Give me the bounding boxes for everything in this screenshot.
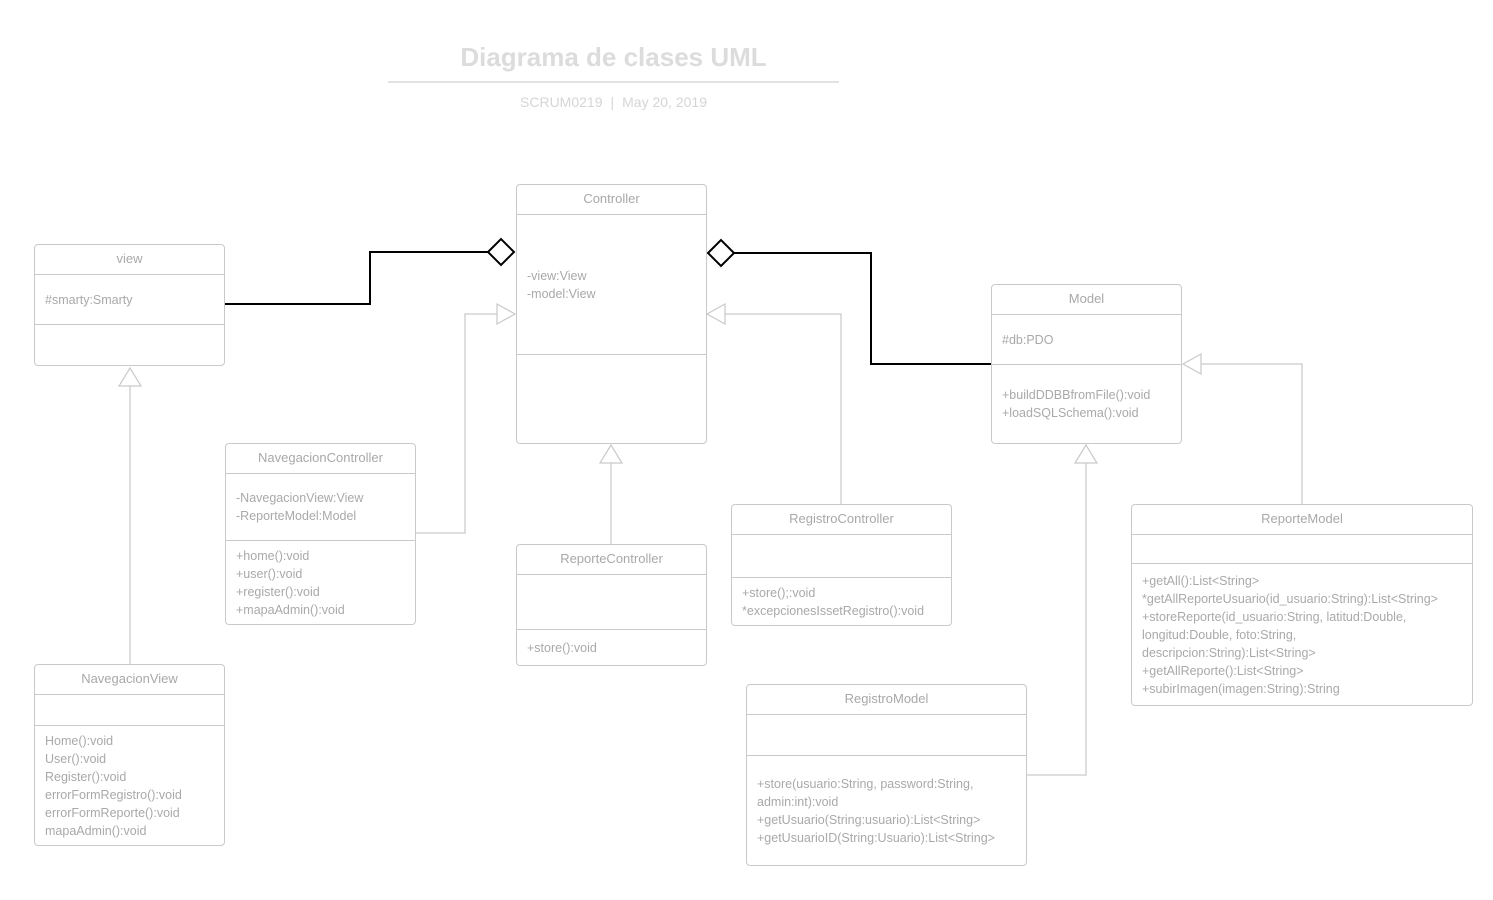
method: +getUsuarioID(String:Usuario):List<Strin… xyxy=(757,830,995,845)
class-name: Model xyxy=(992,285,1181,315)
inheritance-arrow-model-right xyxy=(1181,352,1202,376)
method: +getUsuario(String:usuario):List<String> xyxy=(757,812,981,827)
class-registro-model[interactable]: RegistroModel +store(usuario:String, pas… xyxy=(746,684,1027,866)
class-controller[interactable]: Controller -view:View -model:View xyxy=(516,184,707,444)
attribute: #db:PDO xyxy=(1002,332,1054,347)
method: Register():void xyxy=(45,769,127,784)
class-navegacion-controller[interactable]: NavegacionController -NavegacionView:Vie… xyxy=(225,443,416,625)
diagram-subtitle: SCRUM0219 | May 20, 2019 xyxy=(388,94,839,110)
method: +loadSQLSchema():void xyxy=(1002,406,1139,420)
class-view[interactable]: view #smarty:Smarty xyxy=(34,244,225,366)
method: +getAllReporte():List<String> xyxy=(1142,663,1304,678)
aggregation-view-controller[interactable] xyxy=(225,251,488,305)
method: +register():void xyxy=(236,584,320,599)
class-model[interactable]: Model #db:PDO +buildDDBBfromFile():void+… xyxy=(991,284,1182,444)
method: mapaAdmin():void xyxy=(45,823,147,838)
title-divider xyxy=(388,81,839,83)
methods-section: +store():void xyxy=(517,630,706,665)
methods-section: +store();:void *excepcionesIssetRegistro(… xyxy=(732,578,951,625)
inheritance-registrocontroller-controller[interactable] xyxy=(725,313,842,504)
attribute: #smarty:Smarty xyxy=(45,292,133,307)
attributes-section xyxy=(747,715,1026,756)
method: descripcion:String):List<String> xyxy=(1142,645,1316,660)
attributes-section xyxy=(517,575,706,630)
attribute: -model:View xyxy=(527,286,596,301)
class-name: RegistroController xyxy=(732,505,951,535)
inheritance-reportemodel-model[interactable] xyxy=(1201,363,1303,504)
diagram-title: Diagrama de clases UML xyxy=(460,42,767,72)
inheritance-navegacioncontroller-controller[interactable] xyxy=(415,313,497,534)
methods-section: +getAll():List<String> *getAllReporteUsua… xyxy=(1132,564,1472,705)
method: +store(usuario:String, password:String, xyxy=(757,776,974,791)
methods-section: +buildDDBBfromFile():void +loadSQLSchema(… xyxy=(992,365,1181,443)
inheritance-arrow-controller-right xyxy=(705,302,726,326)
class-reporte-controller[interactable]: ReporteController +store():void xyxy=(516,544,707,666)
method: errorFormRegistro():void xyxy=(45,787,182,802)
method: *getAllReporteUsuario(id_usuario:String)… xyxy=(1142,591,1438,606)
class-name: NavegacionView xyxy=(35,665,224,695)
attributes-section xyxy=(35,695,224,726)
attributes-section: -view:View -model:View xyxy=(517,215,706,355)
method: Home():void xyxy=(45,733,114,748)
aggregation-model-controller[interactable] xyxy=(734,252,991,365)
aggregation-diamond-right xyxy=(706,238,736,268)
methods-section xyxy=(517,355,706,443)
method: +store():void xyxy=(527,640,597,655)
method: +user():void xyxy=(236,566,303,581)
class-reporte-model[interactable]: ReporteModel +getAll():List<String> *getA… xyxy=(1131,504,1473,706)
attribute: -NavegacionView:View xyxy=(236,491,364,505)
inheritance-registromodel-model[interactable] xyxy=(1026,463,1087,776)
class-name: NavegacionController xyxy=(226,444,415,474)
attributes-section: #smarty:Smarty xyxy=(35,275,224,325)
subtitle-separator: | xyxy=(610,94,615,110)
class-name: RegistroModel xyxy=(747,685,1026,715)
aggregation-diamond-left xyxy=(486,237,516,267)
methods-section: +store(usuario:String, password:String, a… xyxy=(747,756,1026,865)
method: +mapaAdmin():void xyxy=(236,602,345,617)
diagram-date: May 20, 2019 xyxy=(622,94,707,110)
method: +home():void xyxy=(236,548,310,563)
class-name: ReporteModel xyxy=(1132,505,1472,535)
method: longitud:Double, foto:String, xyxy=(1142,627,1297,642)
method: +store();:void xyxy=(742,585,816,600)
method: +buildDDBBfromFile():void xyxy=(1002,388,1151,402)
methods-section: +home():void +user():void +register():void… xyxy=(226,541,415,624)
class-name: Controller xyxy=(517,185,706,215)
method: errorFormReporte():void xyxy=(45,805,180,820)
project-code: SCRUM0219 xyxy=(520,94,603,110)
inheritance-arrow-controller-bottom xyxy=(598,443,624,464)
method: User():void xyxy=(45,751,107,766)
class-registro-controller[interactable]: RegistroController +store();:void *excepc… xyxy=(731,504,952,626)
method: admin:int):void xyxy=(757,794,839,809)
attributes-section xyxy=(732,535,951,578)
inheritance-arrow-controller-left xyxy=(496,302,517,326)
method: +getAll():List<String> xyxy=(1142,573,1260,588)
attribute: -ReporteModel:Model xyxy=(236,509,357,523)
class-name: ReporteController xyxy=(517,545,706,575)
attributes-section xyxy=(1132,535,1472,564)
method: +storeReporte(id_usuario:String, latitud… xyxy=(1142,609,1407,624)
inheritance-arrow-view xyxy=(117,366,143,387)
inheritance-arrow-model-bottom xyxy=(1073,443,1099,464)
method: +subirImagen(imagen:String):String xyxy=(1142,681,1340,696)
attribute: -view:View xyxy=(527,268,587,283)
method: *excepcionesIssetRegistro():void xyxy=(742,603,925,618)
methods-section xyxy=(35,325,224,365)
attributes-section: #db:PDO xyxy=(992,315,1181,365)
attributes-section: -NavegacionView:View -ReporteModel:Model xyxy=(226,474,415,541)
class-name: view xyxy=(35,245,224,275)
